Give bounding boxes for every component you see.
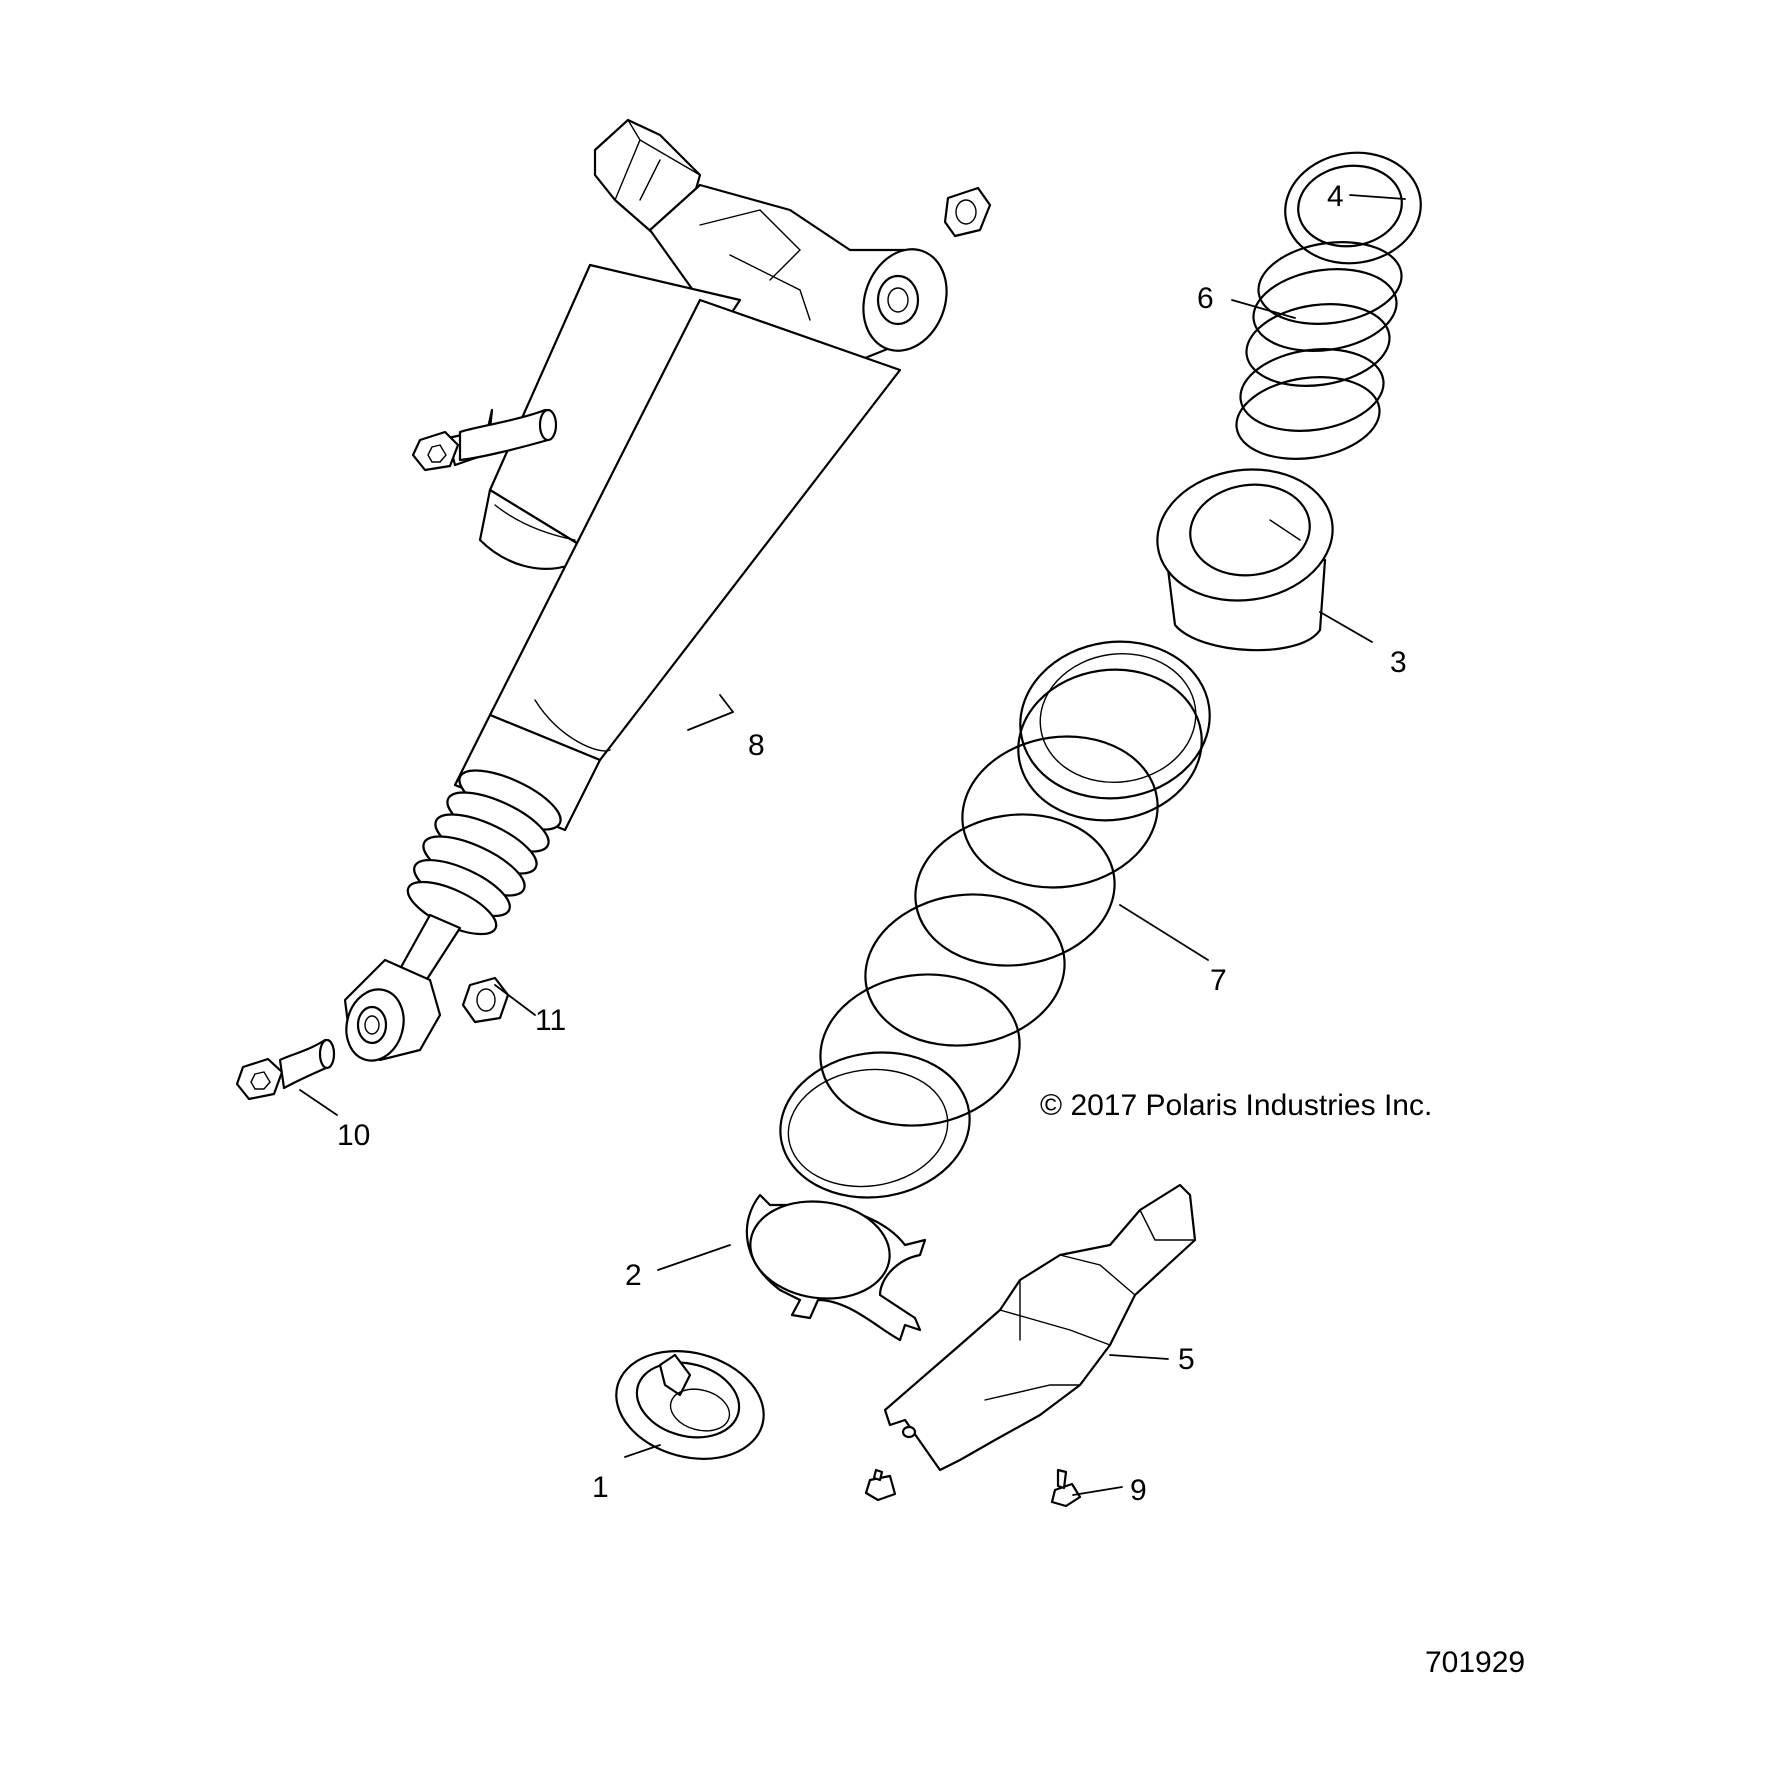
callout-8: 8 [748, 729, 765, 762]
leader-lines [299, 194, 1406, 1496]
tender-spring-part-6 [1235, 241, 1403, 460]
spring-washer-part-4 [1284, 151, 1422, 265]
upper-mounting-bolt [411, 408, 558, 472]
copyright-notice: © 2017 Polaris Industries Inc. [1040, 1089, 1432, 1122]
figure-number: 701929 [1425, 1646, 1525, 1679]
callout-11: 11 [535, 1004, 566, 1037]
callout-7: 7 [1210, 964, 1227, 997]
spring-bracket-part-2 [745, 1193, 927, 1342]
callout-9: 9 [1130, 1474, 1147, 1507]
lower-bushing-part-11 [461, 976, 510, 1024]
callout-2: 2 [625, 1259, 642, 1292]
spring-retainer-part-1 [615, 1350, 765, 1460]
callout-6: 6 [1197, 282, 1214, 315]
callout-5: 5 [1178, 1343, 1195, 1376]
callout-10: 10 [337, 1119, 370, 1152]
callout-numbers: 4 6 3 8 7 11 10 2 5 9 1 [337, 180, 1407, 1507]
lower-bolt-part-10 [235, 1038, 336, 1101]
screws-part-9 [864, 1468, 1082, 1508]
callout-1: 1 [592, 1471, 609, 1504]
shock-guard-part-5 [883, 1183, 1197, 1472]
upper-bushing [943, 186, 992, 238]
callout-4: 4 [1327, 180, 1344, 213]
spring-adapter-part-3 [1156, 468, 1334, 652]
shock-absorber-part-8 [343, 118, 948, 1062]
callout-3: 3 [1390, 646, 1407, 679]
main-coil-spring-part-7 [779, 640, 1211, 1199]
